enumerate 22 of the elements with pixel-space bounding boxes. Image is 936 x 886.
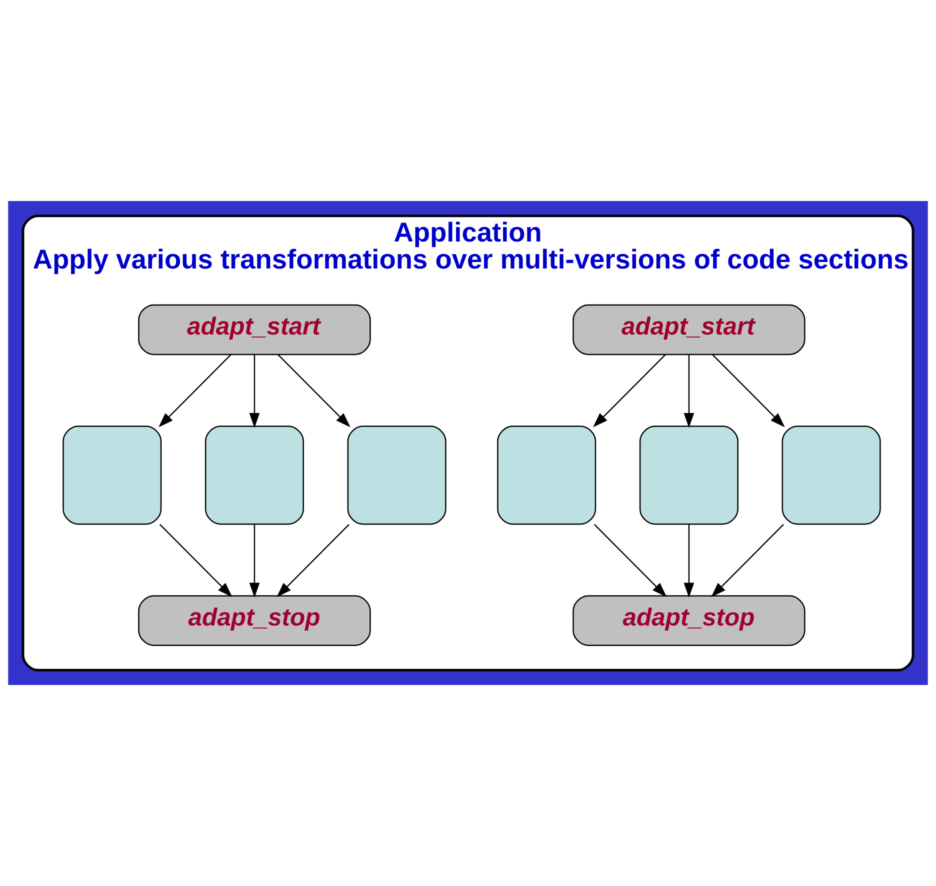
node-box: adapt_start xyxy=(138,304,371,356)
arrow xyxy=(249,524,260,598)
arrow xyxy=(684,524,694,598)
node-box xyxy=(639,426,738,525)
arrow xyxy=(593,354,666,428)
node-box xyxy=(782,426,881,525)
arrow xyxy=(711,524,784,598)
node-box: adapt_stop xyxy=(138,595,371,646)
arrow xyxy=(684,354,694,428)
node-box xyxy=(62,426,162,525)
arrow xyxy=(712,354,785,428)
node-box xyxy=(497,426,596,525)
node-box xyxy=(347,426,446,525)
node-box: adapt_start xyxy=(572,304,806,356)
arrow xyxy=(278,354,350,428)
arrow xyxy=(158,354,232,428)
arrow xyxy=(159,524,232,598)
arrow xyxy=(276,524,350,598)
arrow xyxy=(594,524,667,598)
node-box xyxy=(204,426,304,525)
arrow xyxy=(249,354,260,428)
node-box: adapt_stop xyxy=(572,595,806,646)
